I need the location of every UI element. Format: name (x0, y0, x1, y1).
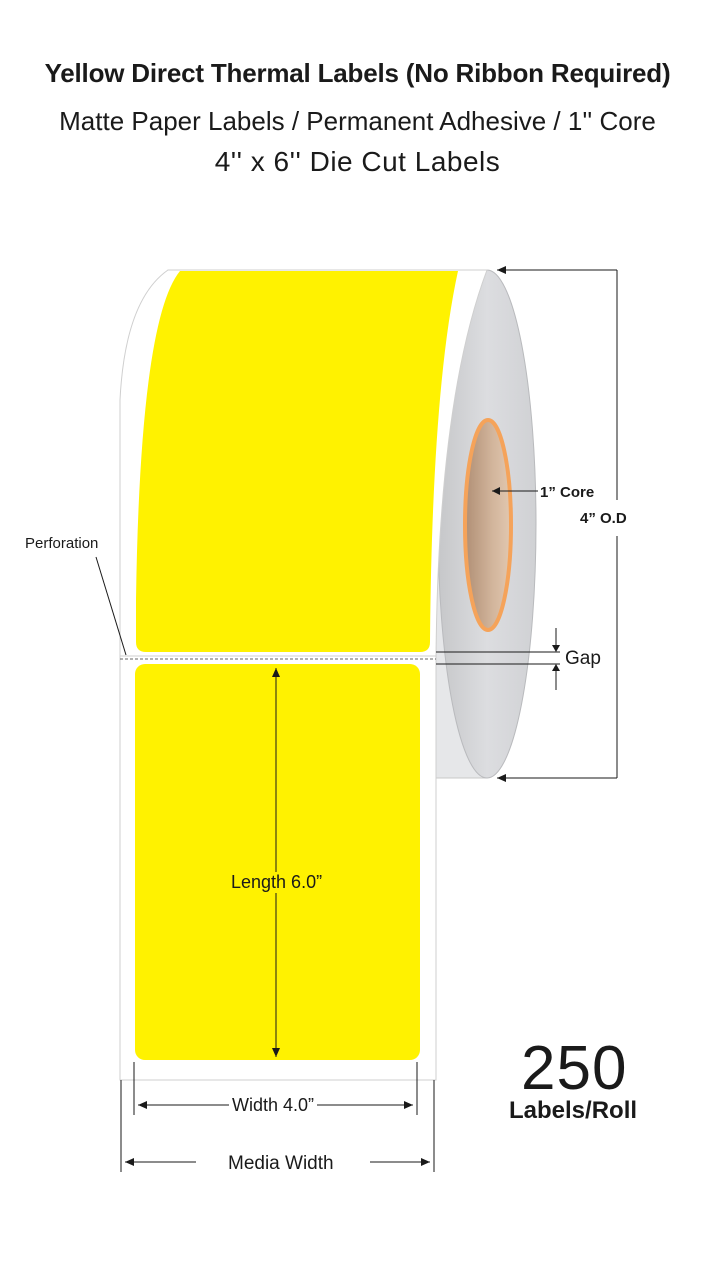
media-width-label: Media Width (224, 1153, 338, 1175)
outer-diameter-label: 4” O.D (580, 510, 627, 527)
perforation-label: Perforation (25, 535, 99, 552)
label-size: 4'' x 6'' Die Cut Labels (214, 146, 501, 177)
unrolled-label (135, 664, 420, 1060)
core (463, 418, 513, 632)
title: Yellow Direct Thermal Labels (No Ribbon … (44, 58, 671, 88)
core-size-label: 1” Core (540, 484, 595, 501)
length-label: Length 6.0” (229, 872, 325, 893)
width-label: Width 4.0” (229, 1095, 318, 1116)
subtitle: Matte Paper Labels / Permanent Adhesive … (59, 106, 656, 136)
labels-per-roll-unit: Labels/Roll (509, 1097, 638, 1124)
perforation-leader (95, 556, 127, 656)
gap-label: Gap (565, 648, 601, 669)
label-on-roll (136, 271, 458, 652)
labels-per-roll-count: 250 (521, 1034, 628, 1103)
